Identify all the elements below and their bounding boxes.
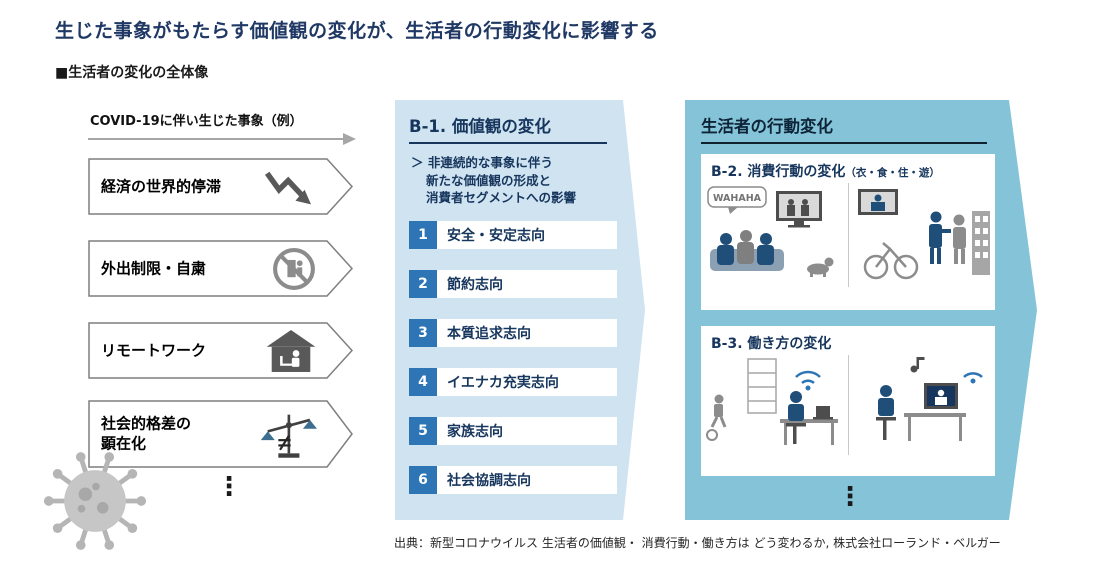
event-box-stay-home: 外出制限・自粛	[88, 240, 353, 297]
consumption-illustrations: WAHAHA	[701, 183, 995, 287]
event-label: リモートワーク	[101, 340, 207, 359]
value-label: イエナカ充実志向	[447, 374, 559, 391]
outing-delivery-scene-icon	[847, 183, 996, 287]
value-item: 2 節約志向	[409, 269, 617, 298]
workstyle-change-card: B-3. 働き方の変化	[701, 326, 995, 476]
vertical-ellipsis: ⋮	[837, 482, 863, 512]
behavior-panel: 生活者の行動変化 B-2. 消費行動の変化（衣・食・住・遊） WAHAHA	[685, 100, 1037, 520]
value-number-badge: 3	[409, 318, 437, 347]
source-citation: 出典：新型コロナウイルス 生活者の価値観・ 消費行動・働き方は どう変わるか, …	[394, 536, 1001, 550]
description-line: 消費者セグメントへの影響	[426, 190, 577, 205]
values-panel: B-1. 価値観の変化 ＞ 非連続的な事象に伴う 新たな価値観の形成と 消費者セ…	[395, 100, 645, 520]
work-from-home-icon	[265, 328, 317, 374]
event-label: 社会的格差の顕在化	[101, 414, 192, 453]
value-number-badge: 6	[409, 465, 437, 494]
vertical-ellipsis: ⋮	[216, 472, 242, 502]
value-number-badge: 4	[409, 367, 437, 396]
page-title: 生じた事象がもたらす価値観の変化が、生活者の行動変化に影響する	[55, 20, 659, 42]
svg-text:WAHAHA: WAHAHA	[713, 193, 762, 204]
card-title-text: B-2. 消費行動の変化	[711, 164, 846, 180]
value-number-badge: 1	[409, 220, 437, 249]
unbalanced-scale-icon	[259, 407, 317, 461]
online-meeting-scene-icon	[847, 355, 996, 455]
description-line: 新たな価値観の形成と	[426, 172, 552, 188]
declining-chart-icon	[263, 166, 317, 208]
description-line: ＞ 非連続的な事象に伴う	[411, 155, 553, 170]
no-entry-icon	[271, 246, 317, 292]
value-label: 家族志向	[447, 423, 503, 440]
value-item: 4 イエナカ充実志向	[409, 367, 617, 396]
value-label: 安全・安定志向	[447, 227, 545, 244]
card-title-suffix: （衣・食・住・遊）	[845, 167, 940, 179]
values-panel-title: B-1. 価値観の変化	[409, 113, 607, 144]
value-item: 5 家族志向	[409, 416, 617, 445]
right-arrow-icon	[88, 133, 356, 145]
value-label: 本質追求志向	[447, 325, 531, 342]
coronavirus-icon	[42, 448, 148, 554]
family-tv-scene-icon: WAHAHA	[701, 183, 848, 287]
event-box-remote-work: リモートワーク	[88, 322, 353, 379]
arrow-box-shape	[88, 400, 353, 468]
event-label: 外出制限・自粛	[101, 258, 207, 277]
events-column-header: COVID-19に伴い生じた事象（例）	[90, 114, 303, 129]
event-label: 経済の世界的停滞	[101, 176, 222, 195]
consumption-change-card: B-2. 消費行動の変化（衣・食・住・遊） WAHAHA	[701, 154, 995, 310]
home-office-scene-icon	[701, 355, 848, 455]
arrow-box-shape	[88, 240, 353, 297]
behavior-panel-title: 生活者の行動変化	[701, 113, 987, 144]
value-item: 6 社会協調志向	[409, 465, 617, 494]
arrow-box-shape	[88, 158, 353, 215]
value-item: 3 本質追求志向	[409, 318, 617, 347]
value-item: 1 安全・安定志向	[409, 220, 617, 249]
card-title: B-2. 消費行動の変化（衣・食・住・遊）	[701, 154, 995, 181]
event-box-social-gap: 社会的格差の顕在化	[88, 400, 353, 468]
event-box-economy: 経済の世界的停滞	[88, 158, 353, 215]
values-list: 1 安全・安定志向 2 節約志向 3 本質追求志向 4 イエナカ充実志向 5 家…	[409, 220, 645, 494]
value-label: 節約志向	[447, 276, 503, 293]
card-title-text: B-3. 働き方の変化	[711, 336, 832, 352]
workstyle-illustrations	[701, 355, 995, 455]
section-label: ■生活者の変化の全体像	[55, 65, 209, 81]
values-panel-description: ＞ 非連続的な事象に伴う 新たな価値観の形成と 消費者セグメントへの影響	[411, 154, 619, 207]
value-number-badge: 2	[409, 269, 437, 298]
value-number-badge: 5	[409, 416, 437, 445]
value-label: 社会協調志向	[447, 472, 531, 489]
card-title: B-3. 働き方の変化	[701, 326, 995, 353]
